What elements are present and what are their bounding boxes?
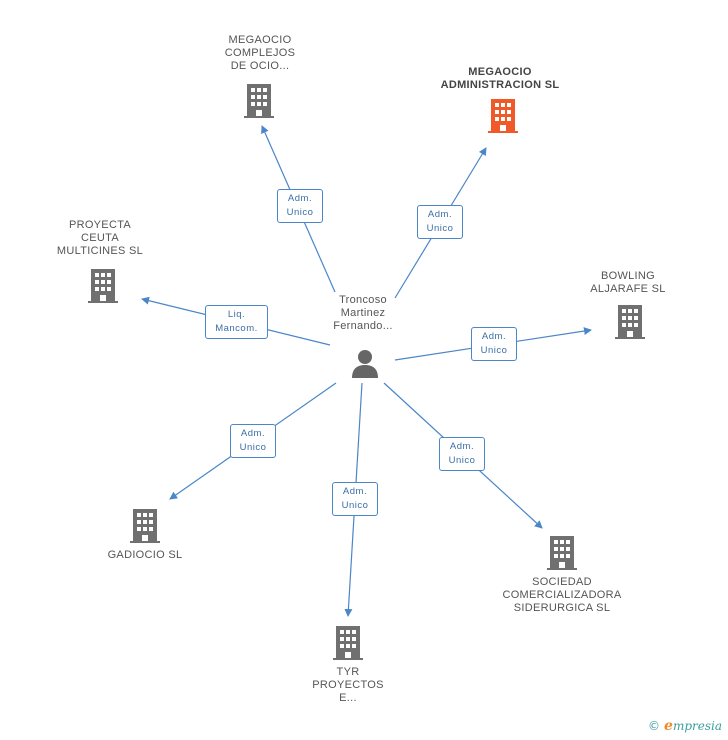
brand-initial: e — [664, 718, 673, 734]
building-icon — [244, 84, 274, 118]
role-badge[interactable]: Adm. Unico — [439, 437, 485, 471]
role-badge[interactable]: Adm. Unico — [277, 189, 323, 223]
company-label: MEGAOCIO ADMINISTRACION SL — [440, 66, 560, 91]
role-line-2: Unico — [341, 500, 369, 511]
company-label: TYR PROYECTOS E... — [312, 666, 384, 704]
copyright-symbol: © — [648, 719, 661, 733]
person-label: Troncoso Martinez Fernando... — [333, 294, 393, 332]
empresia-brand[interactable]: ©empresia — [648, 718, 722, 734]
role-line-1: Adm. — [481, 331, 507, 342]
role-line-2: Unico — [286, 207, 314, 218]
role-line-1: Adm. — [342, 486, 368, 497]
role-badge[interactable]: Adm. Unico — [230, 424, 276, 458]
company-label: PROYECTA CEUTA MULTICINES SL — [56, 219, 144, 257]
company-label: MEGAOCIO COMPLEJOS DE OCIO... — [224, 34, 296, 72]
building-icon — [333, 626, 363, 660]
role-badge[interactable]: Liq. Mancom. — [205, 305, 268, 339]
building-icon — [615, 305, 645, 339]
role-line-1: Adm. — [240, 428, 266, 439]
building-icon — [547, 536, 577, 570]
company-label: SOCIEDAD COMERCIALIZADORA SIDERURGICA SL — [502, 576, 622, 614]
role-line-2: Unico — [448, 455, 476, 466]
building-icon — [488, 99, 518, 133]
role-badge[interactable]: Adm. Unico — [471, 327, 517, 361]
role-line-1: Adm. — [287, 193, 313, 204]
role-line-1: Adm. — [427, 209, 453, 220]
role-badge[interactable]: Adm. Unico — [417, 205, 463, 239]
company-label: GADIOCIO SL — [107, 549, 183, 561]
person-icon[interactable] — [350, 348, 380, 378]
role-line-2: Unico — [480, 345, 508, 356]
building-icon — [88, 269, 118, 303]
role-line-2: Unico — [426, 223, 454, 234]
company-label: BOWLING ALJARAFE SL — [590, 270, 666, 295]
role-line-2: Unico — [239, 442, 267, 453]
role-line-2: Mancom. — [215, 323, 258, 334]
role-line-1: Liq. — [227, 309, 246, 320]
building-icon — [130, 509, 160, 543]
brand-name: mpresia — [672, 719, 722, 733]
role-badge[interactable]: Adm. Unico — [332, 482, 378, 516]
role-line-1: Adm. — [449, 441, 475, 452]
